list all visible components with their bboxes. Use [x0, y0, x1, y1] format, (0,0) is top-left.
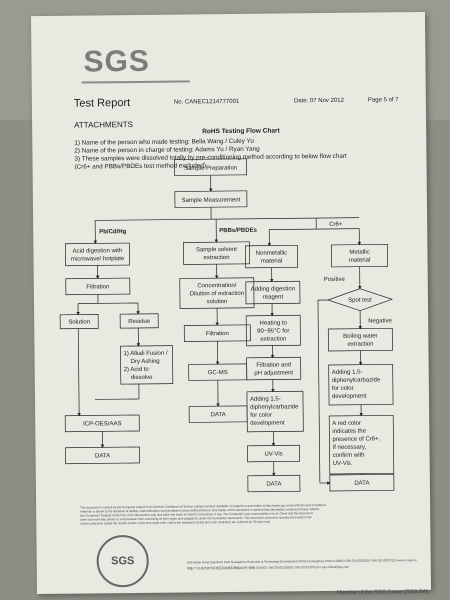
label-solvent-1: Sample solvent — [196, 247, 237, 253]
label-nonmetallic-1: Nonmetallic — [256, 250, 287, 256]
label-positive: Positive — [324, 277, 346, 283]
label-branch-pbbs: PBBs/PBDEs — [219, 228, 257, 234]
label-sample-preparation: Sample Preparation — [184, 165, 237, 172]
label-red-color-2: indicates the — [332, 429, 366, 435]
box-filtration-ph — [246, 356, 302, 381]
label-negative: Negative — [368, 318, 392, 324]
label-gc-ms: GC-MS — [208, 370, 228, 376]
box-adding-reagent — [245, 280, 301, 305]
label-filt-ph-1: Filtration and — [256, 362, 291, 368]
box-solution — [59, 314, 99, 330]
label-acid-digestion-1: Acid digestion with — [73, 248, 123, 255]
label-red-color-6: UV-Vis. — [333, 461, 353, 467]
label-adding-dpc-1b: diphenylcarbazide — [250, 404, 299, 411]
label-solution: Solution — [68, 319, 90, 325]
label-adding-reagent-1: Adding digestion — [251, 286, 295, 292]
label-data-2: DATA — [211, 412, 226, 418]
label-heating-2: 90~95°C for — [257, 328, 289, 334]
box-residue — [119, 313, 159, 329]
label-adding-dpc-1d: development — [250, 420, 285, 426]
label-residue: Residue — [128, 319, 151, 325]
label-alkali-4: dissolve — [131, 375, 153, 381]
label-data-4: DATA — [354, 481, 369, 487]
box-data-3 — [247, 474, 301, 493]
label-boiling-2: extraction — [347, 342, 373, 348]
label-heating-1: Heating to — [260, 320, 288, 326]
label-data-1: DATA — [95, 453, 110, 459]
label-alkali-2: Dry Ashing — [131, 359, 160, 365]
label-alkali-1: 1) Alkali Fusion / — [123, 351, 167, 357]
label-adding-dpc-2d: development — [332, 394, 367, 400]
label-sample-measurement: Sample Measurement — [182, 197, 241, 204]
label-nonmetallic-2: material — [261, 258, 282, 264]
box-data-1 — [65, 446, 141, 465]
label-red-color-4: If necessary, — [332, 445, 366, 451]
label-data-3: DATA — [266, 481, 281, 487]
label-adding-dpc-2c: for color — [332, 386, 354, 392]
label-branch-pb-cd-hg: Pb/Cd/Hg — [99, 229, 126, 235]
label-metallic-2: material — [349, 258, 370, 264]
document-page: SGS Test Report No. CANEC1214777001 Date… — [30, 11, 432, 596]
label-filt-ph-2: pH adjustment — [254, 370, 293, 376]
box-adding-dpc-1 — [246, 390, 304, 433]
label-alkali-3: 2) Acid to — [124, 367, 150, 373]
label-boiling-1: Boiling water — [343, 333, 377, 339]
label-adding-reagent-2: reagent — [263, 294, 284, 300]
label-icp: ICP-OES/AAS — [83, 421, 121, 427]
label-concentration-1: Concentration/ — [197, 283, 236, 289]
flow-chart: Sample Preparation Sample Measurement Pb… — [59, 158, 395, 493]
label-concentration-2: Dilution of extraction — [190, 291, 244, 298]
label-red-color-3: presence of Cr6+. — [332, 436, 380, 443]
label-filtration-1: Filtration — [86, 284, 109, 290]
label-solvent-2: extraction — [203, 255, 229, 261]
sgs-seal-stamp: SGS — [96, 534, 149, 588]
label-adding-dpc-2a: Adding 1,5- — [332, 370, 363, 376]
member-text: Member of the SGS Group (SGS SA) — [337, 588, 429, 596]
label-branch-cr6: Cr6+ — [329, 222, 343, 228]
box-alkali-fusion — [120, 345, 174, 385]
label-adding-dpc-2b: diphenylcarbazide — [332, 377, 381, 384]
label-adding-dpc-1c: for color — [250, 413, 272, 419]
label-filtration-2: Filtration — [206, 331, 229, 337]
label-acid-digestion-2: microwave/ hotplate — [71, 256, 125, 263]
label-adding-dpc-1a: Adding 1,5- — [250, 396, 281, 402]
label-red-color-1: A red color — [332, 421, 361, 427]
label-concentration-3: solution — [207, 299, 228, 305]
box-heating — [245, 314, 301, 347]
label-heating-3: extraction — [260, 336, 286, 342]
label-red-color-5: confirm with — [333, 453, 365, 459]
label-metallic-1: Metallic — [349, 250, 369, 256]
label-spot-test: Spot test — [348, 298, 372, 304]
label-uv-vis: UV-Vis — [264, 451, 282, 457]
